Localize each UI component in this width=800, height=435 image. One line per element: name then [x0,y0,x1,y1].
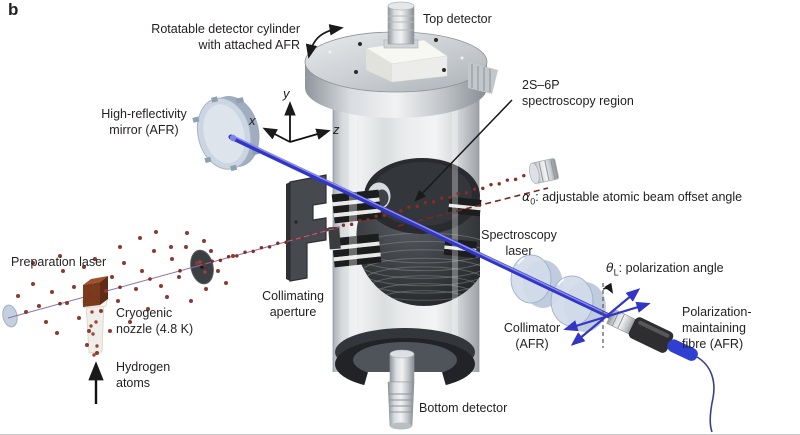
axis-z-label: z [333,122,340,137]
axis-x-label: x [249,113,256,128]
bottom-detector-tube [387,349,415,430]
label-top-detector: Top detector [423,12,492,26]
fibre-cable [696,356,715,433]
label-pm-fibre: Polarization- maintaining fibre (AFR) [682,305,752,351]
preparation-laser-lens [2,304,18,328]
label-collimating-aperture: Collimating aperture [262,289,324,319]
axis-y-label: y [283,86,290,101]
rotatable-detector-cylinder-top [304,31,498,118]
rotation-arrow [305,24,344,59]
high-reflectivity-mirror [192,96,260,172]
coordinate-axes [262,101,331,143]
spectroscopy-laser-beam [228,134,612,319]
collimating-aperture-plate [286,174,341,282]
adjustable-beam-detector [528,158,559,184]
aperture-disk [190,249,214,285]
label-rotatable-cylinder: Rotatable detector cylinder with attache… [151,22,300,52]
atomic-beam [16,173,534,357]
label-spectroscopy-region: 2S–6P spectroscopy region [522,78,634,108]
panel-label: b [8,0,19,19]
label-bottom-detector: Bottom detector [419,401,508,415]
clamp-band-left-bottom [331,233,382,268]
polarization-angle-marks [563,282,651,348]
atomic-beam-offset-dashed [397,187,549,227]
spectroscopy-region-pointer-arrow [414,99,513,202]
label-collimator: Collimator (AFR) [503,321,561,351]
top-detector-tube [383,1,419,49]
label-spectroscopy-laser: Spectroscopy laser [481,228,557,258]
label-cryogenic-nozzle: Cryogenic nozzle (4.8 K) [116,306,194,336]
label-alpha-offset-angle: α0: adjustable atomic beam offset angle [522,189,743,207]
label-preparation-laser: Preparation laser [11,255,107,269]
label-polarization-angle: θL: polarization angle [606,260,724,278]
label-hydrogen-atoms: Hydrogen atoms [116,360,171,390]
label-mirror: High-reflectivity mirror (AFR) [101,107,187,137]
